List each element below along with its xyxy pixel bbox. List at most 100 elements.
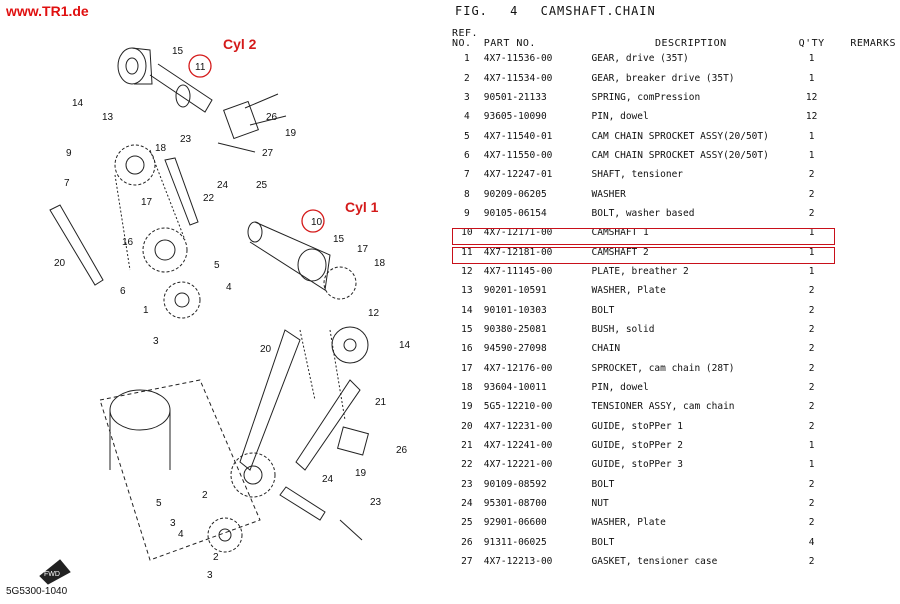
cell-remarks bbox=[833, 146, 896, 165]
cell-qty: 1 bbox=[808, 246, 815, 258]
cell-part-no: 93604-10011 bbox=[483, 382, 547, 394]
cell-description: PLATE, breather 2 bbox=[591, 265, 689, 277]
cell-qty: 1 bbox=[808, 459, 815, 471]
cell-part-no: 4X7-11534-00 bbox=[483, 72, 553, 84]
cell-ref: 10 bbox=[461, 227, 473, 239]
cell-part-no: 93605-10090 bbox=[483, 111, 547, 123]
callout-number: 19 bbox=[285, 128, 297, 139]
callout-number: 6 bbox=[120, 286, 126, 297]
callout-number: 18 bbox=[374, 258, 386, 269]
cell-qty: 2 bbox=[808, 478, 815, 490]
cell-ref: 21 bbox=[461, 440, 473, 452]
cell-part-no: 90501-21133 bbox=[483, 91, 547, 103]
callout-number: 19 bbox=[355, 468, 367, 479]
cell-ref: 26 bbox=[461, 536, 473, 548]
cell-part-no: 4X7-12247-01 bbox=[483, 169, 553, 181]
callout-number: 3 bbox=[207, 570, 213, 581]
cell-qty: 1 bbox=[808, 149, 815, 161]
cell-qty: 2 bbox=[808, 420, 815, 432]
cell-remarks bbox=[833, 436, 896, 455]
cell-part-no: 90101-10303 bbox=[483, 304, 547, 316]
callout-number: 11 bbox=[195, 62, 206, 73]
highlight-row-camshaft-1 bbox=[452, 228, 835, 245]
tensioner-lower-drawing bbox=[279, 426, 370, 541]
callout-number: 14 bbox=[399, 340, 411, 351]
callout-number: 3 bbox=[170, 518, 176, 529]
callout-number: 24 bbox=[217, 180, 229, 191]
cell-remarks bbox=[833, 513, 896, 532]
sprocket-lower-drawing bbox=[207, 326, 369, 553]
cell-part-no: 4X7-11145-00 bbox=[483, 265, 553, 277]
cell-remarks bbox=[833, 204, 896, 223]
cell-qty: 2 bbox=[808, 188, 815, 200]
callout-number: 18 bbox=[155, 143, 167, 154]
header-qty: Q'TY bbox=[798, 38, 825, 49]
cell-remarks bbox=[833, 359, 896, 378]
callout-number: 23 bbox=[180, 134, 192, 145]
cell-part-no: 4X7-11550-00 bbox=[483, 149, 553, 161]
guide-lower-drawing bbox=[239, 329, 361, 471]
cell-ref: 24 bbox=[461, 498, 473, 510]
cell-qty: 2 bbox=[808, 498, 815, 510]
cell-remarks bbox=[833, 475, 896, 494]
cell-qty: 2 bbox=[808, 401, 815, 413]
tensioner-upper-drawing bbox=[217, 93, 287, 153]
cell-description: BOLT, washer based bbox=[591, 207, 695, 219]
cell-qty: 12 bbox=[805, 111, 818, 123]
highlight-row-camshaft-2 bbox=[452, 247, 835, 264]
cell-ref: 2 bbox=[464, 72, 470, 84]
cell-remarks bbox=[833, 68, 896, 87]
cell-ref: 7 bbox=[464, 169, 470, 181]
camshaft-2-drawing bbox=[117, 47, 213, 113]
highlight-circle-part-10 bbox=[301, 209, 325, 233]
cell-ref: 16 bbox=[461, 343, 473, 355]
header-ref: REF.NO. bbox=[452, 25, 482, 49]
cell-part-no: 4X7-12176-00 bbox=[483, 362, 553, 374]
cell-remarks bbox=[833, 262, 896, 281]
cell-part-no: 5G5-12210-00 bbox=[483, 401, 553, 413]
cell-remarks bbox=[833, 533, 896, 552]
cell-remarks bbox=[833, 88, 896, 107]
cell-ref: 23 bbox=[461, 478, 473, 490]
cell-description: GEAR, breaker drive (35T) bbox=[591, 72, 735, 84]
cell-remarks bbox=[833, 320, 896, 339]
cell-qty: 4 bbox=[808, 536, 815, 548]
cell-qty: 2 bbox=[808, 556, 815, 568]
cell-remarks bbox=[833, 378, 896, 397]
cell-part-no: 90201-10591 bbox=[483, 285, 547, 297]
cell-qty: 2 bbox=[808, 304, 815, 316]
cell-description: WASHER bbox=[591, 188, 626, 200]
cell-description: GUIDE, stoPPer 3 bbox=[591, 459, 684, 471]
header-remarks: REMARKS bbox=[850, 38, 896, 49]
cell-ref: 8 bbox=[464, 188, 470, 200]
cell-remarks bbox=[833, 397, 896, 416]
callout-number: 22 bbox=[203, 193, 215, 204]
cell-description: CHAIN bbox=[591, 343, 621, 355]
cell-description: GEAR, drive (35T) bbox=[591, 53, 689, 65]
header-part-no: PART NO. bbox=[483, 38, 536, 49]
header-ref-line2: NO. bbox=[452, 38, 472, 49]
callout-number: 2 bbox=[213, 552, 219, 563]
cell-remarks bbox=[833, 242, 896, 261]
cell-description: PIN, dowel bbox=[591, 382, 649, 394]
callout-number: 25 bbox=[256, 180, 268, 191]
cell-ref: 15 bbox=[461, 323, 473, 335]
callout-number: 4 bbox=[226, 282, 232, 293]
sprocket-upper-drawing bbox=[114, 144, 201, 319]
cell-ref: 27 bbox=[461, 556, 473, 568]
cell-qty: 2 bbox=[808, 382, 815, 394]
